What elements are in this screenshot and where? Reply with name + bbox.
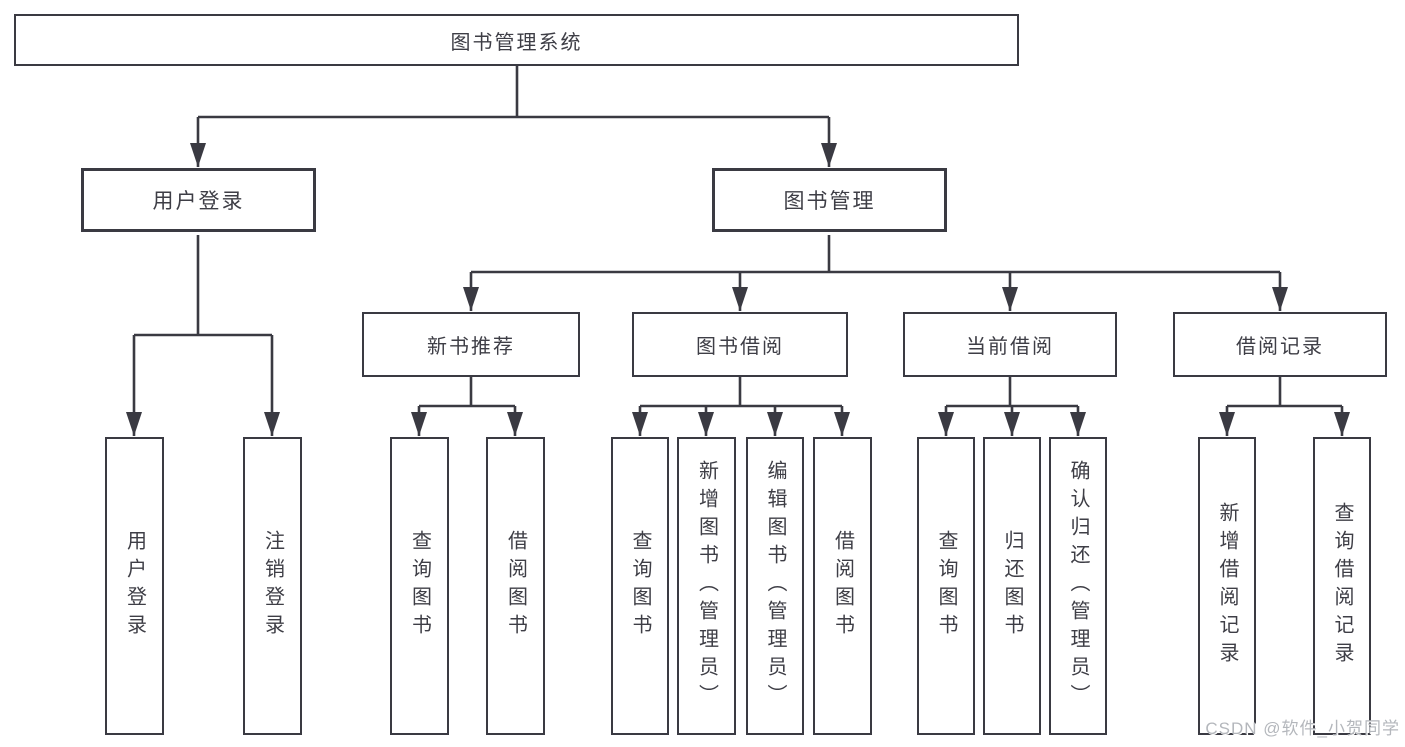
node-book-borrow: 图书借阅 [632,312,848,377]
node-user-login: 用户登录 [81,168,316,232]
leaf-borrow-books: 借阅图书 [813,437,872,735]
leaf-logout: 注销登录 [243,437,302,735]
connector-book-management-split [463,235,1288,311]
leaf-query-books-borrow: 查询图书 [611,437,669,735]
connector-current-borrow-split [938,376,1086,436]
csdn-watermark: CSDN @软件_小贺同学 [1205,719,1400,738]
connector-new-book-recommend-split [411,376,523,436]
connector-book-borrow-split [632,376,850,436]
leaf-edit-books-admin: 编辑图书（管理员） [746,437,804,735]
leaf-query-books-recommend: 查询图书 [390,437,449,735]
leaf-return-books: 归还图书 [983,437,1041,735]
connector-root-split [190,66,837,167]
node-current-borrow: 当前借阅 [903,312,1117,377]
leaf-add-books-admin: 新增图书（管理员） [677,437,736,735]
leaf-user-login: 用户登录 [105,437,164,735]
node-borrow-records: 借阅记录 [1173,312,1387,377]
leaf-borrow-books-recommend: 借阅图书 [486,437,545,735]
node-book-management: 图书管理 [712,168,947,232]
leaf-confirm-return-admin: 确认归还（管理员） [1049,437,1107,735]
node-root: 图书管理系统 [14,14,1019,66]
connector-user-login-split [126,235,280,436]
node-new-book-recommend: 新书推荐 [362,312,580,377]
leaf-query-borrow-record: 查询借阅记录 [1313,437,1371,735]
leaf-query-books-current: 查询图书 [917,437,975,735]
connector-borrow-records-split [1219,376,1350,436]
leaf-add-borrow-record: 新增借阅记录 [1198,437,1256,735]
